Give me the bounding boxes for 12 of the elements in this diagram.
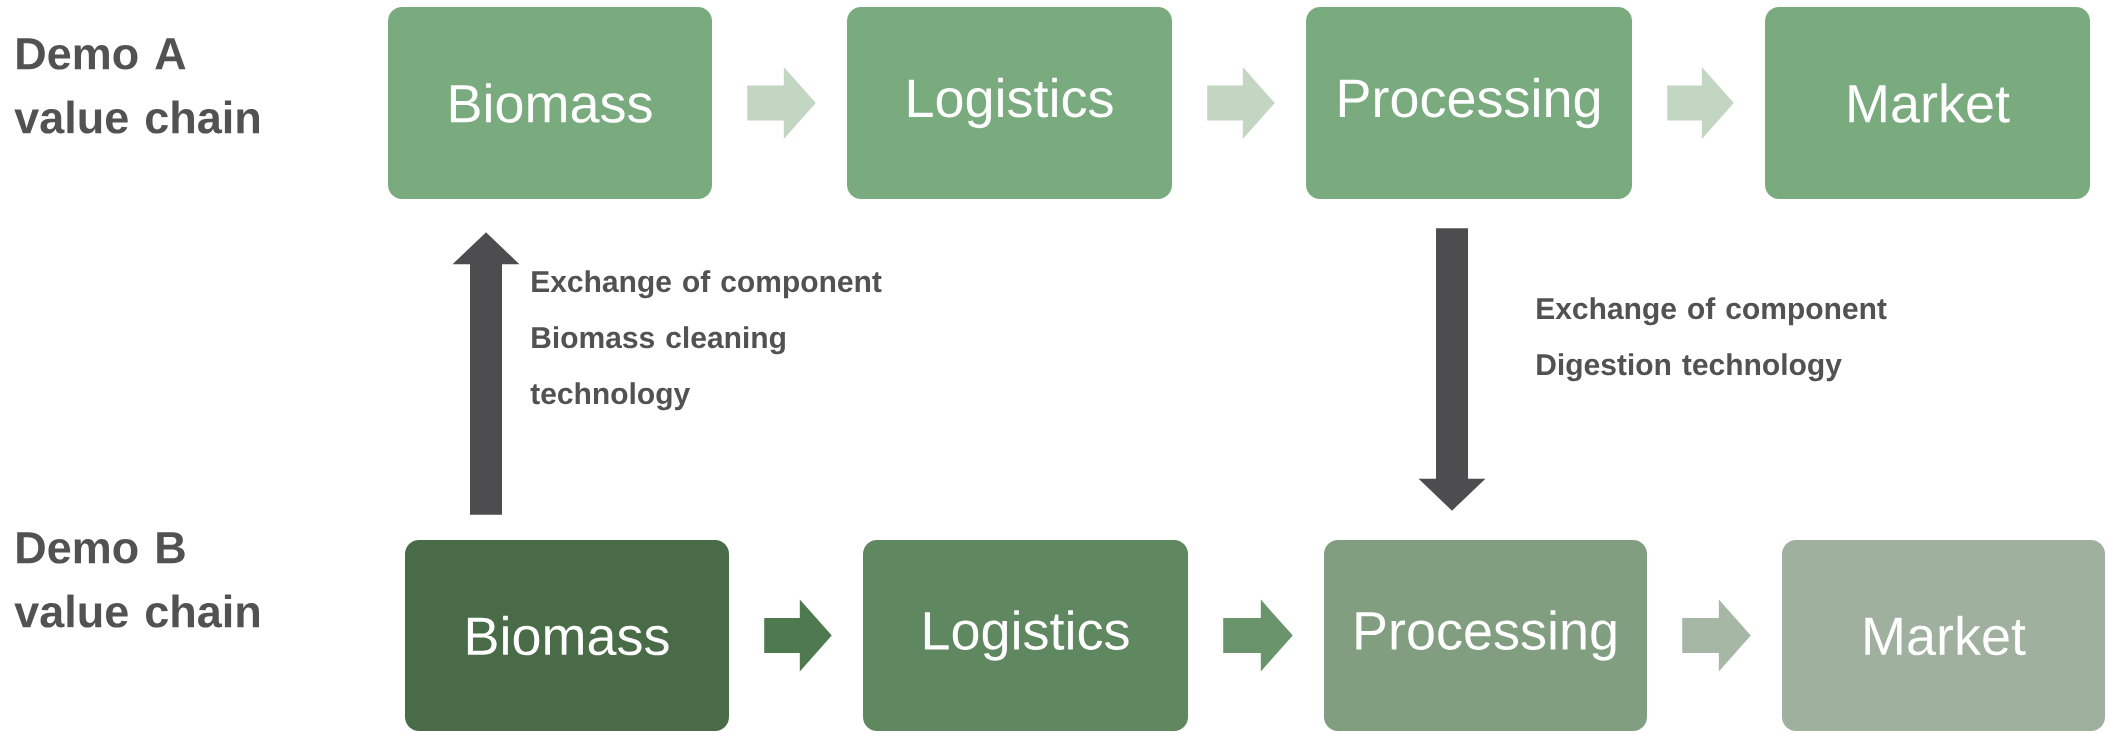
- process-box: Biomass: [388, 7, 712, 199]
- row-label: Demo B value chain: [14, 532, 259, 628]
- row-label: Demo A value chain: [14, 38, 259, 134]
- edge-label: Exchange of component Biomass cleaning technology: [530, 270, 882, 411]
- edge-label: Exchange of component Digestion technology: [1537, 297, 1887, 382]
- process-box: Market: [1765, 7, 2091, 199]
- process-box: Processing: [1306, 7, 1633, 199]
- process-box: Biomass: [405, 540, 729, 731]
- process-box: Market: [1782, 540, 2106, 731]
- process-box: Processing: [1324, 540, 1647, 731]
- process-box: Logistics: [863, 540, 1188, 731]
- process-box: Logistics: [847, 7, 1172, 199]
